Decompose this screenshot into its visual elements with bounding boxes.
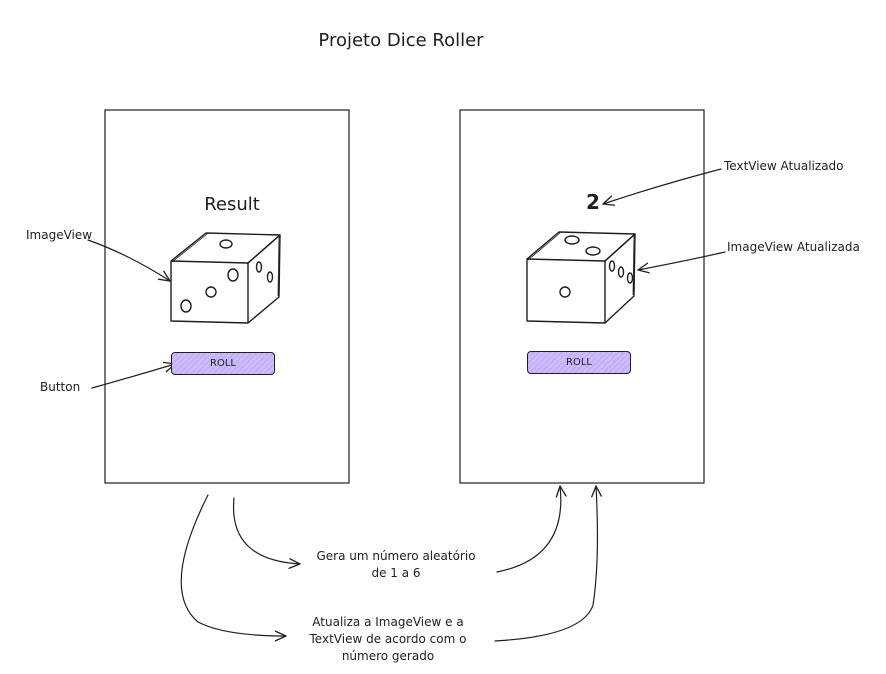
note-update-line-1: Atualiza a ImageView e a [312, 615, 464, 629]
left-screen-frame [104, 109, 350, 484]
arrow-generate-out [496, 486, 561, 573]
note-generate-line-2: de 1 a 6 [371, 566, 421, 580]
arrow-update-in [180, 494, 286, 636]
right-roll-button[interactable]: ROLL [527, 351, 631, 374]
label-imageview: ImageView [26, 228, 93, 242]
arrow-to-button [91, 364, 175, 389]
right-result-text: 2 [586, 190, 600, 214]
note-update: Atualiza a ImageView e a TextView de aco… [288, 614, 488, 665]
note-generate-line-1: Gera um número aleatório [316, 549, 476, 563]
note-update-line-3: número gerado [341, 649, 435, 663]
note-update-line-2: TextView de acordo com o [309, 632, 467, 646]
left-dice-image [170, 232, 281, 324]
arrow-to-updated-imageview [638, 251, 726, 270]
label-textview-updated: TextView Atualizado [724, 159, 844, 173]
right-dice-image [526, 231, 636, 324]
arrow-update-out [494, 486, 597, 642]
arrow-to-updated-textview [603, 168, 722, 204]
right-screen-frame [459, 109, 705, 484]
arrow-generate-in [232, 497, 300, 564]
left-roll-button[interactable]: ROLL [171, 352, 275, 375]
label-button: Button [40, 380, 81, 394]
diagram-title: Projeto Dice Roller [318, 30, 484, 51]
note-generate: Gera um número aleatório de 1 a 6 [296, 548, 496, 582]
arrow-to-imageview [87, 239, 170, 281]
left-result-text: Result [204, 194, 260, 215]
label-imageview-updated: ImageView Atualizada [727, 240, 860, 254]
